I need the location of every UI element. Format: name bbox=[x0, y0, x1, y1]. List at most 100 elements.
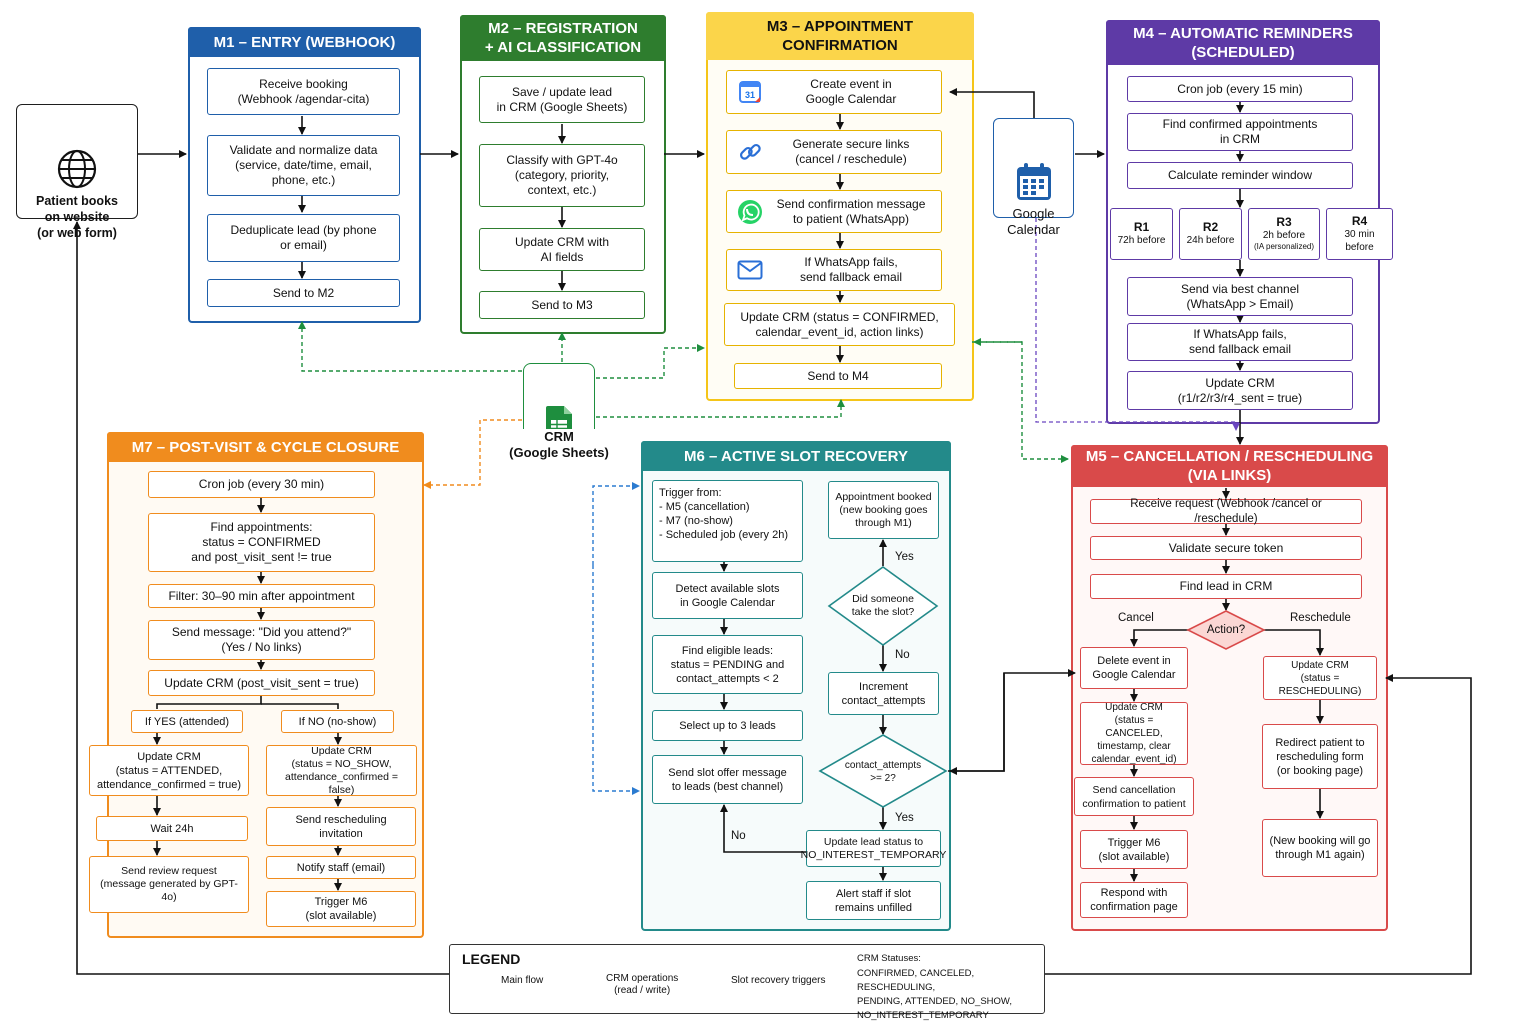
m6-step-select: Select up to 3 leads bbox=[652, 710, 803, 741]
m6-step-no-interest: Update lead status to NO_INTEREST_TEMPOR… bbox=[801, 830, 946, 867]
calendar-icon bbox=[1016, 163, 1051, 200]
legend-statuses: CONFIRMED, CANCELED, RESCHEDULING, PENDI… bbox=[857, 968, 1013, 1021]
m7-yes-review: Send review request (message generated b… bbox=[89, 856, 249, 913]
m5-cancel-trigger-m6: Trigger M6 (slot available) bbox=[1080, 830, 1188, 869]
m5-step-receive: Receive request (Webhook /cancel or /res… bbox=[1090, 498, 1362, 525]
m2-step-send: Send to M3 bbox=[479, 291, 645, 319]
m4-reminder-r4: R4 30 min before bbox=[1326, 208, 1393, 260]
module-m4: M4 – AUTOMATIC REMINDERS (SCHEDULED) bbox=[1106, 20, 1380, 424]
m6-title: M6 – ACTIVE SLOT RECOVERY bbox=[641, 441, 951, 471]
m5-cancel-delete: Delete event in Google Calendar bbox=[1080, 647, 1188, 689]
m7-step-filter: Filter: 30–90 min after appointment bbox=[148, 584, 375, 608]
m3-step-whatsapp-text: Send confirmation message to patient (Wh… bbox=[776, 196, 926, 226]
legend: LEGEND Main flow CRM operations (read / … bbox=[449, 944, 1045, 1021]
m6-no-label-bottom: No bbox=[731, 830, 746, 842]
m7-no-invite: Send rescheduling invitation bbox=[266, 807, 416, 846]
m7-no-notify: Notify staff (email) bbox=[266, 856, 416, 879]
m4-step-cron: Cron job (every 15 min) bbox=[1127, 76, 1353, 102]
m7-yes-wait: Wait 24h bbox=[96, 816, 248, 841]
m3-step-fallback-text: If WhatsApp fails, send fallback email bbox=[799, 255, 903, 284]
legend-statuses-title: CRM Statuses: bbox=[857, 953, 921, 964]
m7-branch-yes: If YES (attended) bbox=[131, 710, 243, 733]
m6-step-offer: Send slot offer message to leads (best c… bbox=[652, 755, 803, 804]
m5-reschedule-note: (New booking will go through M1 again) bbox=[1262, 819, 1378, 877]
m6-step-find: Find eligible leads: status = PENDING an… bbox=[652, 635, 803, 694]
m5-cancel-respond: Respond with confirmation page bbox=[1080, 882, 1188, 918]
m5-title: M5 – CANCELLATION / RESCHEDULING (VIA LI… bbox=[1071, 445, 1388, 487]
m4-reminder-r1-desc: 72h before bbox=[1117, 235, 1166, 246]
m5-cancel-send: Send cancellation confirmation to patien… bbox=[1074, 777, 1194, 816]
m5-step-find: Find lead in CRM bbox=[1090, 574, 1362, 599]
link-icon bbox=[739, 143, 761, 160]
legend-title: LEGEND bbox=[462, 951, 521, 967]
m4-step-find: Find confirmed appointments in CRM bbox=[1127, 113, 1353, 151]
m1-step-validate: Validate and normalize data (service, da… bbox=[207, 135, 400, 196]
m2-title: M2 – REGISTRATION + AI CLASSIFICATION bbox=[460, 15, 666, 61]
m6-yes-label-bottom: Yes bbox=[895, 812, 914, 824]
m5-cancel-update: Update CRM (status = CANCELED, timestamp… bbox=[1080, 702, 1188, 765]
m3-step-fallback: If WhatsApp fails, send fallback email bbox=[726, 249, 942, 291]
m6-step-detect: Detect available slots in Google Calenda… bbox=[652, 572, 803, 619]
decision-contact-attempts bbox=[818, 734, 948, 808]
google-calendar-label: Google Calendar bbox=[1007, 206, 1060, 237]
m3-step-send: Send to M4 bbox=[734, 363, 942, 389]
gcal-to-m5 bbox=[1035, 218, 1240, 431]
m1-title: M1 – ENTRY (WEBHOOK) bbox=[188, 27, 421, 57]
m4-reminder-r1: R1 72h before bbox=[1110, 208, 1173, 260]
m7-step-update: Update CRM (post_visit_sent = true) bbox=[148, 670, 375, 696]
crm-to-m1 bbox=[298, 321, 522, 372]
slot-trigger-top bbox=[592, 482, 640, 565]
m4-reminder-r3-note: (IA personalized) bbox=[1253, 242, 1315, 251]
m6-decision-attempts-text: contact_attempts >= 2? bbox=[844, 760, 922, 784]
svg-text:31: 31 bbox=[745, 90, 755, 100]
m6-step-alert: Alert staff if slot remains unfilled bbox=[806, 881, 941, 920]
m5-reschedule-label: Reschedule bbox=[1290, 612, 1351, 624]
m6-trigger: Trigger from: - M5 (cancellation) - M7 (… bbox=[652, 480, 803, 562]
m5-step-validate: Validate secure token bbox=[1090, 536, 1362, 560]
crm-to-m3 bbox=[596, 344, 705, 379]
patient-node: Patient books on website (or web form) bbox=[16, 104, 138, 240]
arrow-m3-to-gcal bbox=[949, 88, 1035, 118]
m6-decision-slot-text: Did someone take the slot? bbox=[851, 593, 915, 618]
arrow-m6-to-m5 bbox=[948, 669, 1076, 772]
m4-reminder-r2-desc: 24h before bbox=[1186, 235, 1235, 246]
m3-step-whatsapp: Send confirmation message to patient (Wh… bbox=[726, 190, 942, 233]
m4-reminder-r2: R2 24h before bbox=[1179, 208, 1242, 260]
m3-step-create-event-text: Create event in Google Calendar bbox=[805, 77, 897, 106]
crm-label: CRM (Google Sheets) bbox=[500, 429, 618, 461]
m3-step-links: Generate secure links (cancel / reschedu… bbox=[726, 130, 942, 174]
module-m1: M1 – ENTRY (WEBHOOK) bbox=[188, 27, 421, 323]
m1-step-send: Send to M2 bbox=[207, 279, 400, 307]
arrow-legend-to-m5 bbox=[1045, 674, 1472, 975]
m2-step-update: Update CRM with AI fields bbox=[479, 228, 645, 271]
m1-step-dedupe: Deduplicate lead (by phone or email) bbox=[207, 214, 400, 262]
m6-yes-label-top: Yes bbox=[895, 551, 914, 563]
arrow-loop-to-patient bbox=[73, 221, 449, 975]
google-calendar-node: Google Calendar bbox=[993, 118, 1074, 237]
m5-decision-text: Action? bbox=[1206, 623, 1246, 636]
m7-step-cron: Cron job (every 30 min) bbox=[148, 471, 375, 498]
m3-step-create-event: 31 Create event in Google Calendar bbox=[726, 70, 942, 114]
m2-step-classify: Classify with GPT-4o (category, priority… bbox=[479, 144, 645, 207]
m4-reminder-r4-name: R4 bbox=[1351, 213, 1368, 228]
m4-title: M4 – AUTOMATIC REMINDERS (SCHEDULED) bbox=[1106, 20, 1380, 65]
m4-step-send: Send via best channel (WhatsApp > Email) bbox=[1127, 277, 1353, 316]
m4-reminder-r3-desc: 2h before bbox=[1262, 230, 1306, 241]
m7-step-find: Find appointments: status = CONFIRMED an… bbox=[148, 513, 375, 572]
m2-step-save: Save / update lead in CRM (Google Sheets… bbox=[479, 76, 645, 123]
m5-reschedule-redirect: Redirect patient to rescheduling form (o… bbox=[1262, 724, 1378, 789]
m5-cancel-label: Cancel bbox=[1118, 612, 1154, 624]
m3-step-update-crm: Update CRM (status = CONFIRMED, calendar… bbox=[724, 303, 955, 346]
email-icon bbox=[737, 260, 763, 280]
m6-step-booked: Appointment booked (new booking goes thr… bbox=[828, 481, 939, 539]
m4-reminder-r2-name: R2 bbox=[1202, 220, 1219, 234]
google-calendar-icon: 31 bbox=[739, 81, 761, 103]
m7-no-trigger-m6: Trigger M6 (slot available) bbox=[266, 891, 416, 927]
m6-step-increment: Increment contact_attempts bbox=[828, 672, 939, 715]
m4-reminder-r3: R3 2h before (IA personalized) bbox=[1248, 208, 1320, 260]
m4-reminder-r3-name: R3 bbox=[1276, 215, 1292, 229]
globe-icon bbox=[57, 133, 97, 189]
patient-label: Patient books on website (or web form) bbox=[36, 194, 118, 240]
m4-reminder-r1-name: R1 bbox=[1133, 220, 1150, 234]
